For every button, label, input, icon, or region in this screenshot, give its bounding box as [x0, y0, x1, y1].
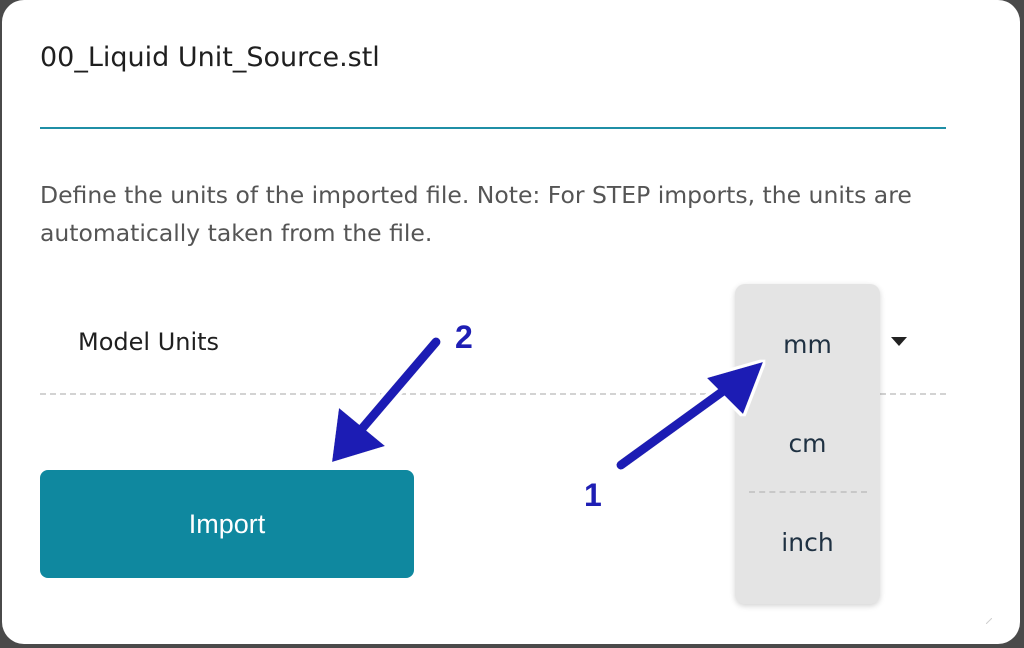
units-description: Define the units of the imported file. N…: [40, 181, 912, 247]
arrow-to-mm: [616, 362, 763, 470]
arrow-to-import: [332, 337, 441, 462]
model-units-label: Model Units: [78, 328, 220, 356]
unit-option-inch[interactable]: inch: [781, 528, 834, 557]
file-name-title: 00_Liquid Unit_Source.stl: [40, 42, 380, 73]
option-divider: [749, 491, 867, 493]
annotation-number-2: 2: [455, 319, 473, 355]
units-dropdown[interactable]: mm cm inch: [735, 284, 880, 604]
annotation-number-1: 1: [584, 477, 602, 513]
resize-grip-icon: [986, 618, 992, 624]
unit-option-mm[interactable]: mm: [783, 330, 832, 359]
title-underline: [40, 127, 946, 129]
unit-option-cm[interactable]: cm: [788, 429, 827, 458]
import-button[interactable]: Import: [40, 470, 414, 578]
caret-down-icon[interactable]: [891, 337, 907, 346]
row-divider: [40, 393, 946, 395]
